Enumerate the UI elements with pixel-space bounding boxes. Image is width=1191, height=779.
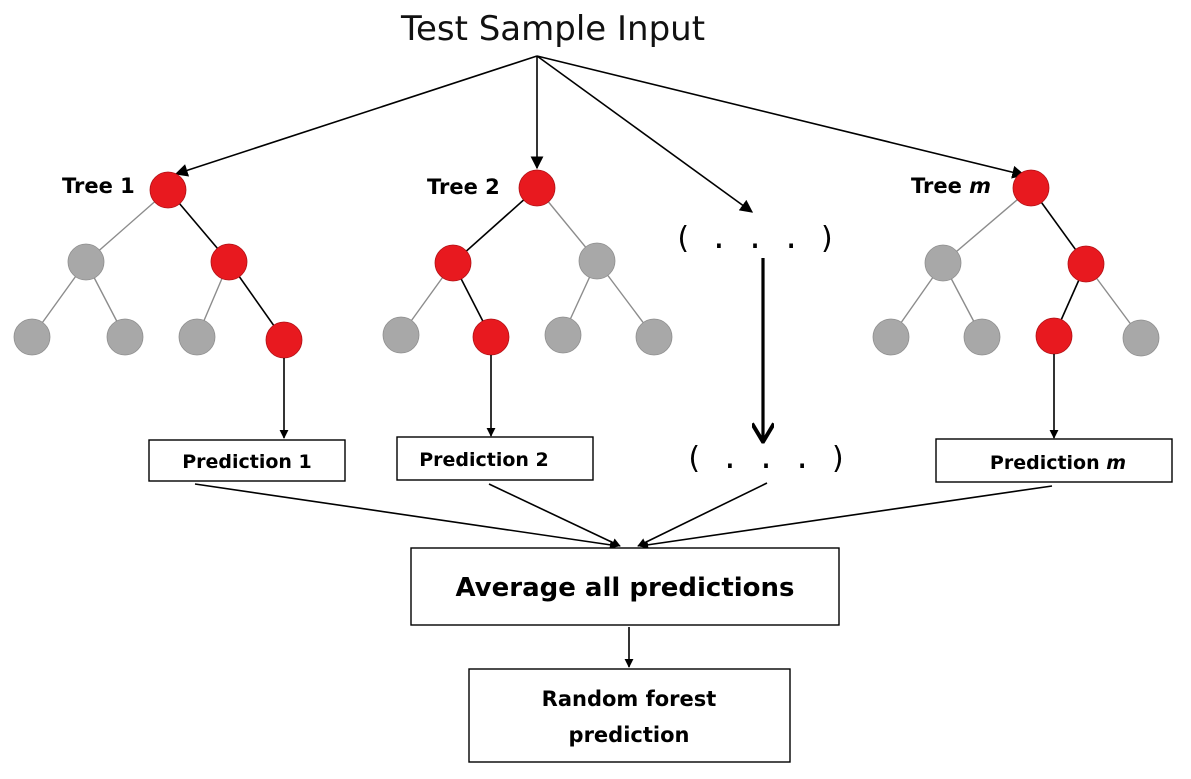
tree-node	[578, 242, 616, 280]
tree-node	[210, 243, 248, 281]
tree-node	[67, 243, 105, 281]
tree-node	[1067, 245, 1105, 283]
average-label: Average all predictions	[455, 573, 794, 603]
tree-2-leaf-node	[472, 318, 510, 356]
prediction-1-box	[148, 439, 346, 482]
tree-node	[635, 318, 673, 356]
tree-node	[13, 318, 51, 356]
tree-node	[924, 244, 962, 282]
tree-m-label: Tree m	[911, 174, 991, 198]
tree-node	[1122, 319, 1160, 357]
tree-node	[963, 318, 1001, 356]
prediction-1-label: Prediction 1	[182, 451, 312, 473]
prediction-2-box	[396, 436, 594, 481]
arrow-input-to-tree-1	[174, 55, 538, 177]
tree-node	[434, 244, 472, 282]
final-prediction-box	[468, 668, 791, 763]
prediction-m-box	[935, 438, 1173, 483]
arrow-input-to-tree-m	[536, 55, 1026, 179]
tree-2-root-node	[518, 169, 556, 207]
tree-edge	[942, 187, 1032, 264]
tree-m-label-prefix: Tree	[911, 174, 969, 198]
tree-1: Tree 1	[13, 171, 303, 439]
prediction-m-prefix: Prediction	[990, 452, 1106, 474]
prediction-m-label: Prediction m	[990, 452, 1126, 474]
arrow-prediction-m-to-average	[639, 485, 1053, 550]
tree-node	[178, 318, 216, 356]
diagram-title: Test Sample Input	[400, 9, 705, 49]
arrow-prediction-2-to-average	[488, 483, 621, 547]
tree-node	[382, 316, 420, 354]
ellipsis-bottom: ( . . . )	[685, 441, 848, 476]
arrow-ellipsis-to-average	[637, 482, 768, 547]
tree-m: Tree m	[872, 169, 1160, 439]
tree-node	[872, 318, 910, 356]
arrow-prediction-1-to-average	[194, 483, 619, 550]
ellipsis-top: ( . . . )	[674, 221, 837, 256]
tree-1-label: Tree 1	[62, 174, 135, 198]
arrow-input-to-ellipsis	[536, 55, 754, 213]
tree-edge	[452, 187, 538, 264]
prediction-m-var: m	[1106, 452, 1126, 474]
final-prediction-line-1: Random forest	[542, 687, 717, 711]
final-prediction-line-2: prediction	[569, 723, 690, 747]
tree-node	[106, 318, 144, 356]
average-box	[410, 547, 840, 626]
tree-node	[544, 316, 582, 354]
tree-2: Tree 2	[382, 169, 673, 437]
tree-1-root-node	[149, 171, 187, 209]
prediction-2-label: Prediction 2	[419, 449, 549, 471]
tree-m-label-var: m	[969, 174, 991, 198]
tree-2-label: Tree 2	[427, 175, 500, 199]
tree-m-root-node	[1012, 169, 1050, 207]
tree-1-leaf-node	[265, 321, 303, 359]
tree-m-leaf-node	[1035, 317, 1073, 355]
